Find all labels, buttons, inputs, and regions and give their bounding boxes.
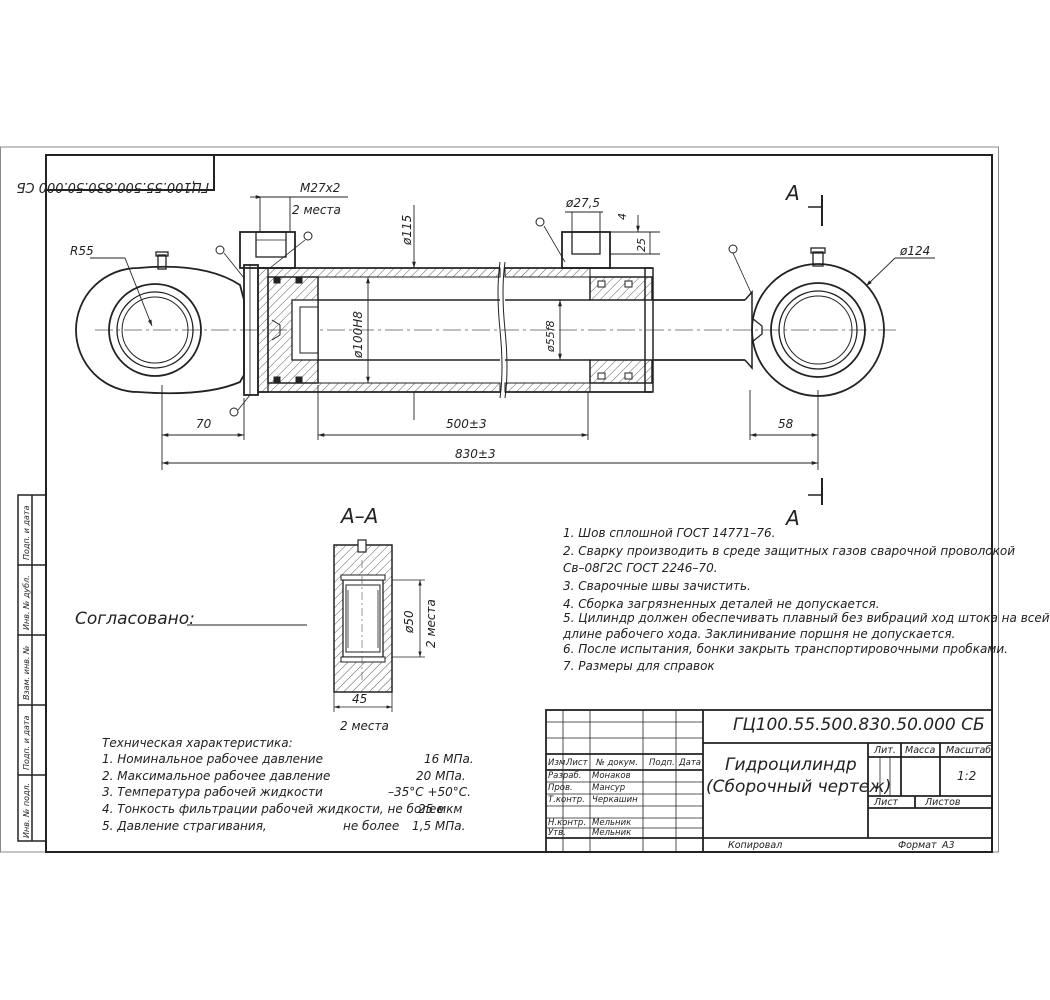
tb-sheets-label: Листов <box>925 797 961 808</box>
spec-1-value: 16 МПа. <box>424 752 474 766</box>
tb-person-3: Черкашин <box>592 795 638 805</box>
section-mark-top: A <box>784 181 800 205</box>
spec-3-label: 3. Температура рабочей жидкости <box>102 785 323 799</box>
tb-format-value: А3 <box>942 840 955 851</box>
dim-d4: 4 <box>616 213 629 220</box>
spec-4-label: 4. Тонкость фильтрации рабочей жидкости,… <box>102 802 444 816</box>
tb-role-3: Т.контр. <box>548 795 585 805</box>
dim-830: 830±3 <box>455 447 496 461</box>
drawing-sheet: ГЦ100.55.500.830.50.000 СБ Подп. и дата … <box>0 146 999 853</box>
left-eye <box>75 251 245 395</box>
dim-d55: ø55f8 <box>544 320 557 353</box>
tb-person-1: Монаков <box>592 771 631 781</box>
dim-d115: ø115 <box>400 215 414 246</box>
section-d50: ø50 <box>402 610 416 634</box>
cylinder-assembly <box>75 217 900 417</box>
approved-label: Согласовано: <box>75 609 195 629</box>
section-mark-bottom: A <box>784 506 800 530</box>
tb-name-1: Гидроцилиндр <box>725 755 857 775</box>
tb-col-doc: № докум. <box>596 758 638 768</box>
note-5: 5. Цилиндр должен обеспечивать плавный б… <box>563 611 1050 625</box>
spec-2-value: 20 МПа. <box>416 769 466 783</box>
note-7: 7. Размеры для справок <box>563 659 715 673</box>
tb-sheet-label: Лист <box>874 797 899 808</box>
section-title: A–A <box>339 504 378 528</box>
section-d45: 45 <box>352 692 367 706</box>
note-1: 1. Шов сплошной ГОСТ 14771–76. <box>563 526 776 540</box>
dimension-lines <box>90 195 935 505</box>
note-3: 3. Сварочные швы зачистить. <box>563 579 751 593</box>
spec-3-value: –35°С +50°С. <box>388 785 471 799</box>
side-stamp-5: Инв. № подл. <box>22 783 31 838</box>
tb-person-2: Мансур <box>592 783 626 793</box>
dim-m27-places: 2 места <box>292 203 341 217</box>
mirrored-stamp-code: ГЦ100.55.500.830.50.000 СБ <box>16 179 209 194</box>
tb-code: ГЦ100.55.500.830.50.000 СБ <box>733 715 985 735</box>
spec-5-label: 5. Давление страгивания, <box>102 819 267 833</box>
dim-r55: R55 <box>70 244 94 258</box>
title-block-thin-lines <box>546 710 891 852</box>
title-block-grid <box>545 709 993 853</box>
tb-lit-label: Лит. <box>874 745 896 756</box>
spec-2-label: 2. Максимальное рабочее давление <box>102 769 331 783</box>
dim-m27: M27x2 <box>300 181 340 195</box>
side-stamp-1: Подп. и дата <box>22 505 31 560</box>
side-stamp-2: Инв. № дубл. <box>22 575 31 630</box>
side-stamp-4: Подп. и дата <box>22 715 31 770</box>
dim-d124: ø124 <box>899 244 930 258</box>
section-d45-places: 2 места <box>340 719 389 733</box>
specs-title: Техническая характеристика: <box>102 736 293 750</box>
tb-role-6: Утв. <box>548 828 566 838</box>
dim-58: 58 <box>778 417 794 431</box>
tb-scale-value: 1:2 <box>957 769 977 783</box>
side-stamp <box>17 494 47 842</box>
tb-scale-label: Масштаб <box>946 745 992 756</box>
note-2: 2. Сварку производить в среде защитных г… <box>563 544 1016 558</box>
tb-role-1: Разраб. <box>548 771 582 781</box>
section-d50-places: 2 места <box>424 599 438 648</box>
dim-d100: ø100H8 <box>351 311 365 359</box>
tb-mass-label: Масса <box>905 745 936 756</box>
note-2-cont: Св–08Г2С ГОСТ 2246–70. <box>563 561 718 575</box>
tb-col-izm: Изм. <box>548 758 568 768</box>
tb-col-sign: Подп. <box>649 758 675 768</box>
tb-person-5: Мельник <box>592 818 632 828</box>
dim-d25: 25 <box>635 238 648 252</box>
note-5-cont: длине рабочего хода. Заклинивание поршня… <box>563 627 956 641</box>
tb-copied: Копировал <box>728 840 783 851</box>
spec-5-value: 1,5 МПа. <box>412 819 466 833</box>
tb-role-2: Пров. <box>548 783 573 793</box>
note-4: 4. Сборка загрязненных деталей не допуск… <box>563 597 880 611</box>
tb-col-list: Лист <box>566 758 588 768</box>
tb-name-2: (Сборочный чертеж) <box>706 777 892 797</box>
side-stamp-3: Взам. инв. № <box>22 646 31 700</box>
dim-500: 500±3 <box>446 417 487 431</box>
dim-d275: ø27,5 <box>565 196 600 210</box>
spec-4-value: 25 мкм <box>418 802 463 816</box>
tb-person-6: Мельник <box>592 828 632 838</box>
dim-70: 70 <box>196 417 212 431</box>
tb-role-5: Н.контр. <box>548 818 587 828</box>
tb-format-label: Формат <box>898 840 937 851</box>
section-view <box>333 539 425 712</box>
note-6: 6. После испытания, бонки закрыть трансп… <box>563 642 1008 656</box>
tb-col-date: Дата <box>679 758 702 768</box>
right-eye <box>751 247 885 397</box>
spec-5-extra: не более <box>343 819 400 833</box>
mirrored-stamp-box <box>45 154 215 191</box>
spec-1-label: 1. Номинальное рабочее давление <box>102 752 323 766</box>
